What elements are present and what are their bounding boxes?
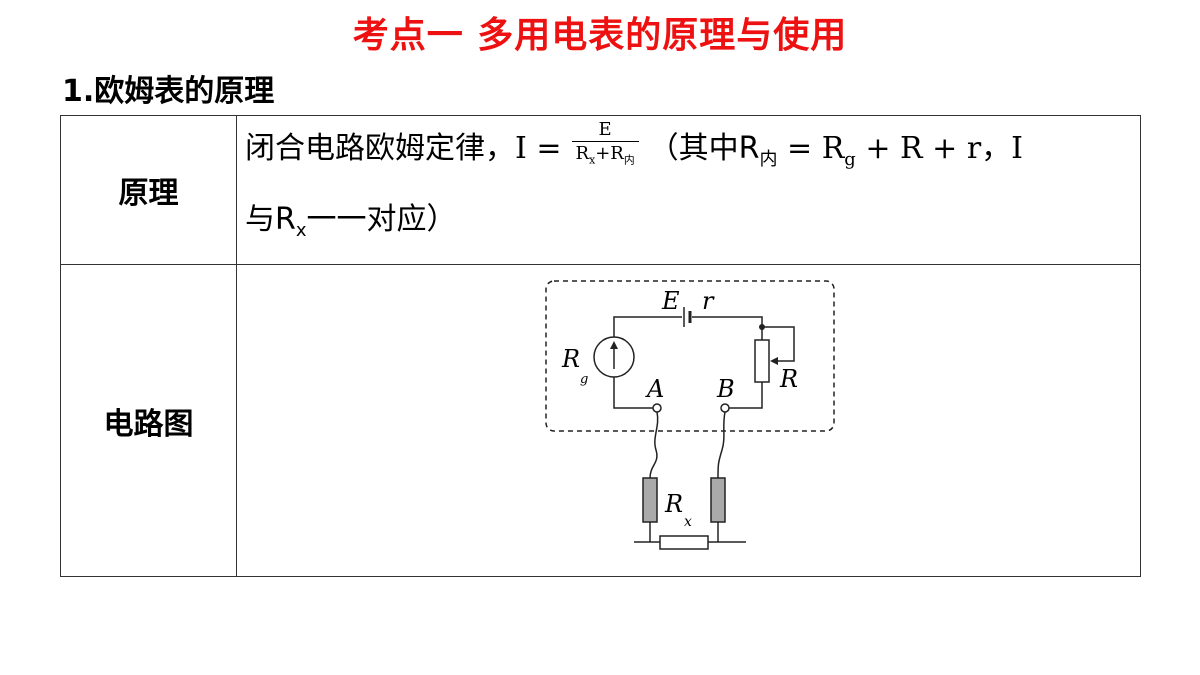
label-rg: R — [561, 345, 580, 373]
line2-b: 一一对应） — [306, 202, 457, 237]
equation-tail: + R + r，I — [855, 131, 1024, 166]
rheostat-body — [754, 339, 770, 383]
rx-resistor — [659, 535, 709, 550]
probe-lead-b — [717, 411, 726, 479]
page-title: 考点一 多用电表的原理与使用 — [352, 15, 848, 56]
label-r-internal: r — [702, 287, 715, 315]
probe-b — [710, 477, 726, 523]
label-e: E — [661, 287, 680, 315]
wire-left-down — [613, 377, 653, 409]
principle-intro: 闭合电路欧姆定律， — [245, 131, 515, 166]
wire-top-right — [692, 316, 763, 340]
wire-right-down — [729, 382, 763, 409]
label-rg-sub: g — [580, 372, 588, 387]
line2-a: 与R — [245, 202, 296, 237]
galvanometer-arrowhead — [610, 341, 618, 349]
paren-open: （其中R — [648, 131, 760, 166]
equation-lhs: I = — [515, 131, 562, 166]
equation-mid: = R — [777, 131, 845, 166]
probe-lead-a — [649, 411, 659, 479]
rheostat-arrow — [770, 357, 778, 365]
fraction-denominator: Rx+R内 — [575, 142, 635, 167]
fraction-numerator: E — [571, 119, 639, 142]
table-row-circuit: 电路图 — [60, 264, 1141, 577]
sub-nei: 内 — [759, 149, 778, 170]
line2-sub: x — [295, 220, 307, 241]
row-label-circuit: 电路图 — [60, 264, 237, 577]
label-rheostat: R — [779, 365, 798, 393]
dashed-enclosure — [545, 280, 835, 432]
label-rx-sub: x — [684, 514, 692, 530]
rheostat-slider-wire — [762, 326, 795, 362]
ohmmeter-circuit-diagram: E r R g R A B R x — [545, 280, 835, 550]
section-heading: 1.欧姆表的原理 — [62, 74, 275, 109]
terminal-a — [652, 403, 662, 413]
label-a: A — [645, 375, 664, 403]
row-label-principle: 原理 — [60, 115, 237, 265]
label-b: B — [716, 375, 735, 403]
probe-a — [642, 477, 658, 523]
circuit-cell: E r R g R A B R x — [236, 264, 1141, 577]
terminal-b — [720, 403, 730, 413]
label-rx: R — [664, 490, 683, 518]
sub-g: g — [844, 149, 856, 170]
